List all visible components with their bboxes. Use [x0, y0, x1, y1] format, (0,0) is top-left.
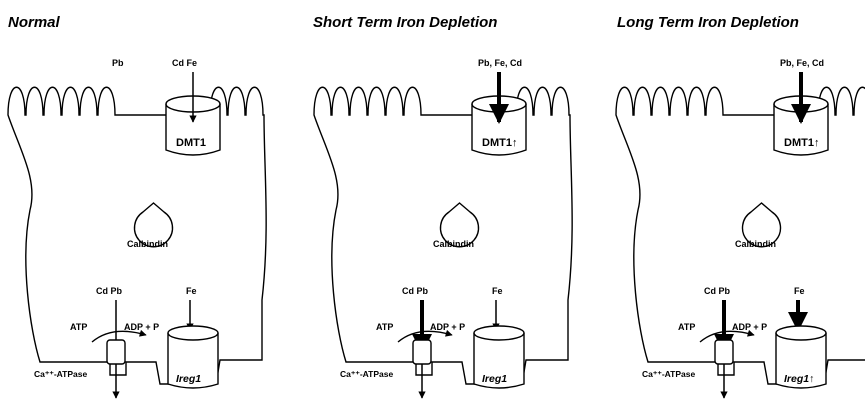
top-metals: Pb, Fe, Cd [780, 58, 824, 68]
adp-label: ADP + P [124, 322, 159, 332]
atp-label: ATP [678, 322, 695, 332]
fe-label: Fe [794, 286, 805, 296]
ireg1-label: Ireg1↑ [784, 373, 814, 385]
adp-label: ADP + P [732, 322, 767, 332]
fe-label: Fe [186, 286, 197, 296]
top-metals: Pb, Fe, Cd [478, 58, 522, 68]
dmt1-label: DMT1 [176, 137, 206, 149]
ca-atpase-box [107, 340, 125, 364]
atp-label: ATP [376, 322, 393, 332]
ireg1-channel-top [776, 326, 826, 340]
atp-label: ATP [70, 322, 87, 332]
ireg1-label: Ireg1 [482, 373, 507, 385]
ireg1-channel-top [474, 326, 524, 340]
basal-metals-label: Cd Pb [704, 286, 731, 296]
ireg1-channel-top [168, 326, 218, 340]
ca-atpase-box [413, 340, 431, 364]
calbindin-label: Calbindin [735, 239, 776, 249]
ca-atpase-box [715, 340, 733, 364]
basal-metals-label: Cd Pb [402, 286, 429, 296]
dmt1-label: DMT1↑ [784, 137, 819, 149]
top-metal-pb: Pb [112, 58, 124, 68]
calbindin-label: Calbindin [127, 239, 168, 249]
ca-atpase-label: Ca⁺⁺-ATPase [340, 369, 393, 379]
calbindin-label: Calbindin [433, 239, 474, 249]
fe-label: Fe [492, 286, 503, 296]
top-metal-cd-fe: Cd Fe [172, 58, 197, 68]
basal-metals-label: Cd Pb [96, 286, 123, 296]
adp-label: ADP + P [430, 322, 465, 332]
ireg1-label: Ireg1 [176, 373, 201, 385]
dmt1-label: DMT1↑ [482, 137, 517, 149]
ca-atpase-label: Ca⁺⁺-ATPase [642, 369, 695, 379]
ca-atpase-label: Ca⁺⁺-ATPase [34, 369, 87, 379]
